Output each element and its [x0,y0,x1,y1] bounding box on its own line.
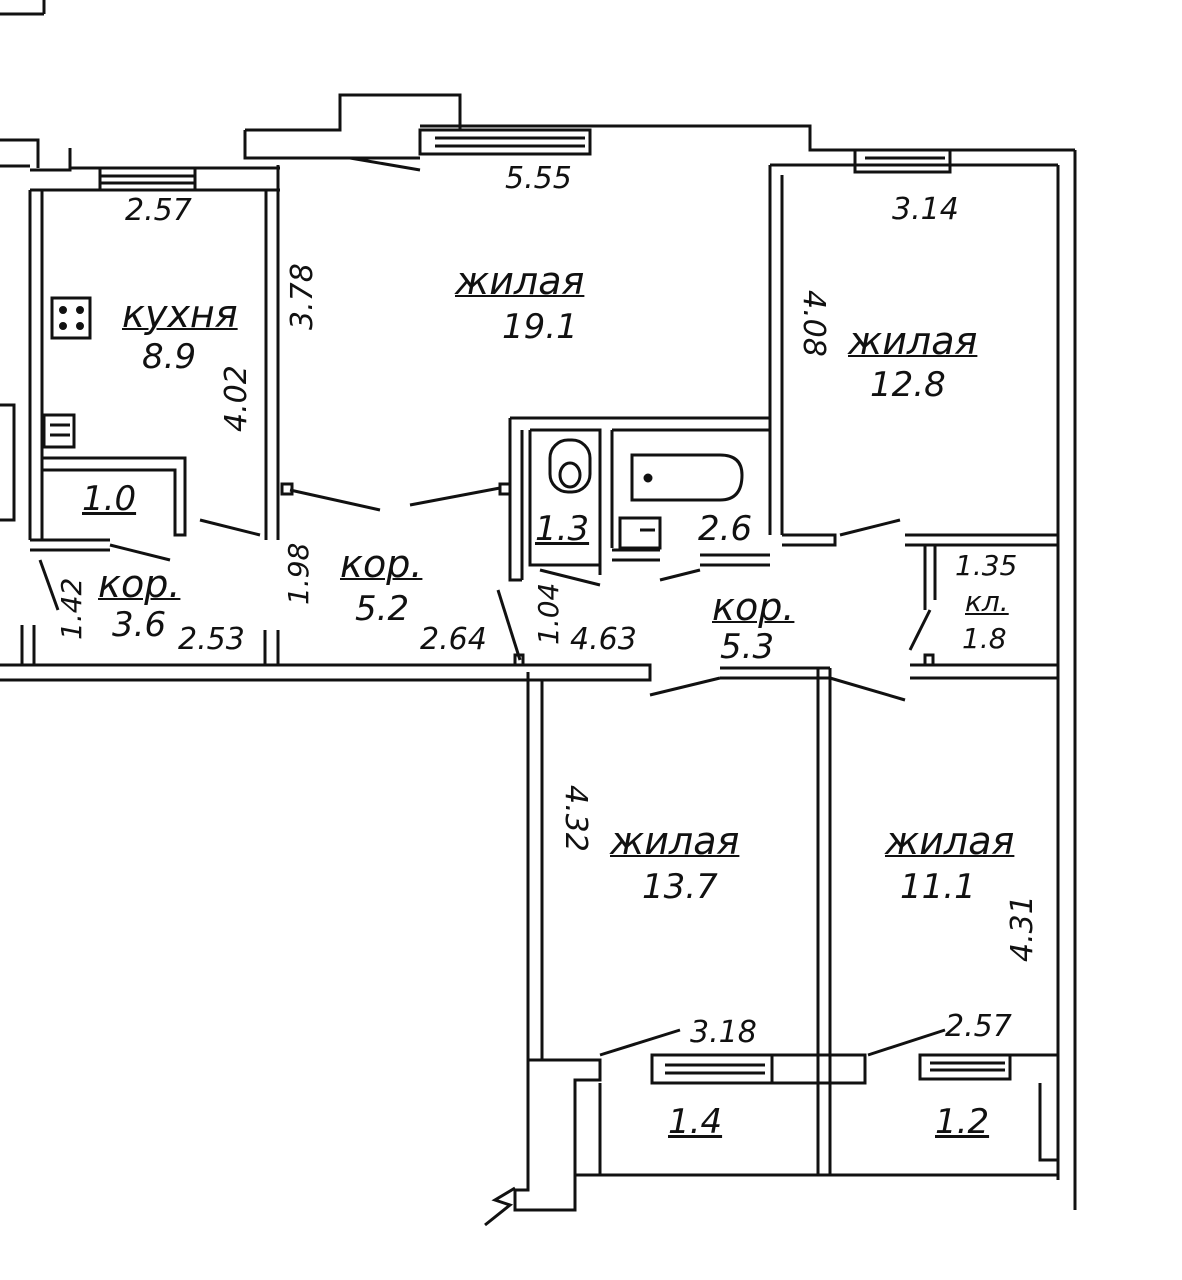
dim-living-s1-side: 4.32 [558,785,593,852]
dim-living-main-top: 5.55 [505,161,572,196]
living-main-name: жилая [455,259,585,303]
dim-living-s1-bottom: 3.18 [690,1015,757,1050]
dim-kitchen-side: 4.02 [219,365,254,432]
dim-living-s2-side: 4.31 [1005,895,1040,962]
dim-corridor-e-bottom: 4.63 [570,622,637,657]
balcony-1-area: 1.4 [668,1102,723,1142]
toilet-icon [548,438,592,494]
dim-corridor-w-bottom: 2.53 [178,622,245,657]
window-living-s1 [650,1053,774,1085]
window-kitchen [98,166,197,192]
window-living-s2 [918,1053,1012,1081]
dim-corridor-mid-bottom: 2.64 [420,622,487,657]
kitchen-name: кухня [122,292,238,336]
dim-living-s2-bottom: 2.57 [945,1009,1012,1044]
corridor-mid-area: 5.2 [355,589,410,629]
dim-living-ne-side: 4.08 [796,290,831,357]
pantry [30,456,187,552]
closet-name: кл. [965,585,1009,618]
stove-icon [50,296,92,340]
wall-living-s1-left [526,672,544,1060]
kitchen-sink-icon [42,413,76,449]
living-s1-name: жилая [610,819,740,863]
wall-main-horizontal [0,663,652,682]
bathtub-icon [630,453,744,502]
corridor-e-name: кор. [712,585,795,629]
corridor-mid-name: кор. [340,542,423,586]
window-living-main [418,128,592,156]
bath-area: 2.6 [698,509,753,549]
corridor-e-area: 5.3 [720,627,775,667]
sink-icon [618,516,662,550]
window-living-ne [853,148,952,174]
wall-left-partial [0,138,40,168]
edge-fragment [0,0,46,16]
dim-corridor-e-side: 1.04 [532,582,565,645]
living-s1-area: 13.7 [642,867,718,907]
wall-right-outer [1056,150,1077,1210]
dim-corridor-mid-side: 1.98 [282,542,315,605]
dim-corridor-w-side: 1.42 [55,577,88,640]
dim-living-ne-top: 3.14 [892,192,959,227]
dim-kitchen-top: 2.57 [125,193,192,228]
balcony [598,1083,1058,1175]
wall-kitchen-left [28,190,44,540]
wall-left-cut [0,403,16,522]
corridor-w-area: 3.6 [112,605,167,645]
wall-kitchen-right [264,165,280,540]
living-ne-name: жилая [848,319,978,363]
wall-living-main-top [278,124,1075,160]
wall-living-divider [768,165,784,535]
closet-walls [905,533,1058,610]
bath-block [508,416,770,582]
living-main-area: 19.1 [502,307,578,347]
living-s2-name: жилая [885,819,1015,863]
dim-living-main-side: 3.78 [285,263,320,330]
corridor-w-name: кор. [98,562,181,606]
wc-area: 1.3 [535,509,590,549]
living-ne-area: 12.8 [870,365,946,405]
kitchen-area: 8.9 [142,337,197,377]
closet-area: 1.8 [962,622,1007,655]
dim-closet-top: 1.35 [955,549,1018,582]
wall-living-divider-s [816,668,832,1175]
pantry-area: 1.0 [82,479,137,519]
living-s2-area: 11.1 [900,867,976,907]
balcony-2-area: 1.2 [935,1102,990,1142]
entrance-mark [484,1186,516,1227]
